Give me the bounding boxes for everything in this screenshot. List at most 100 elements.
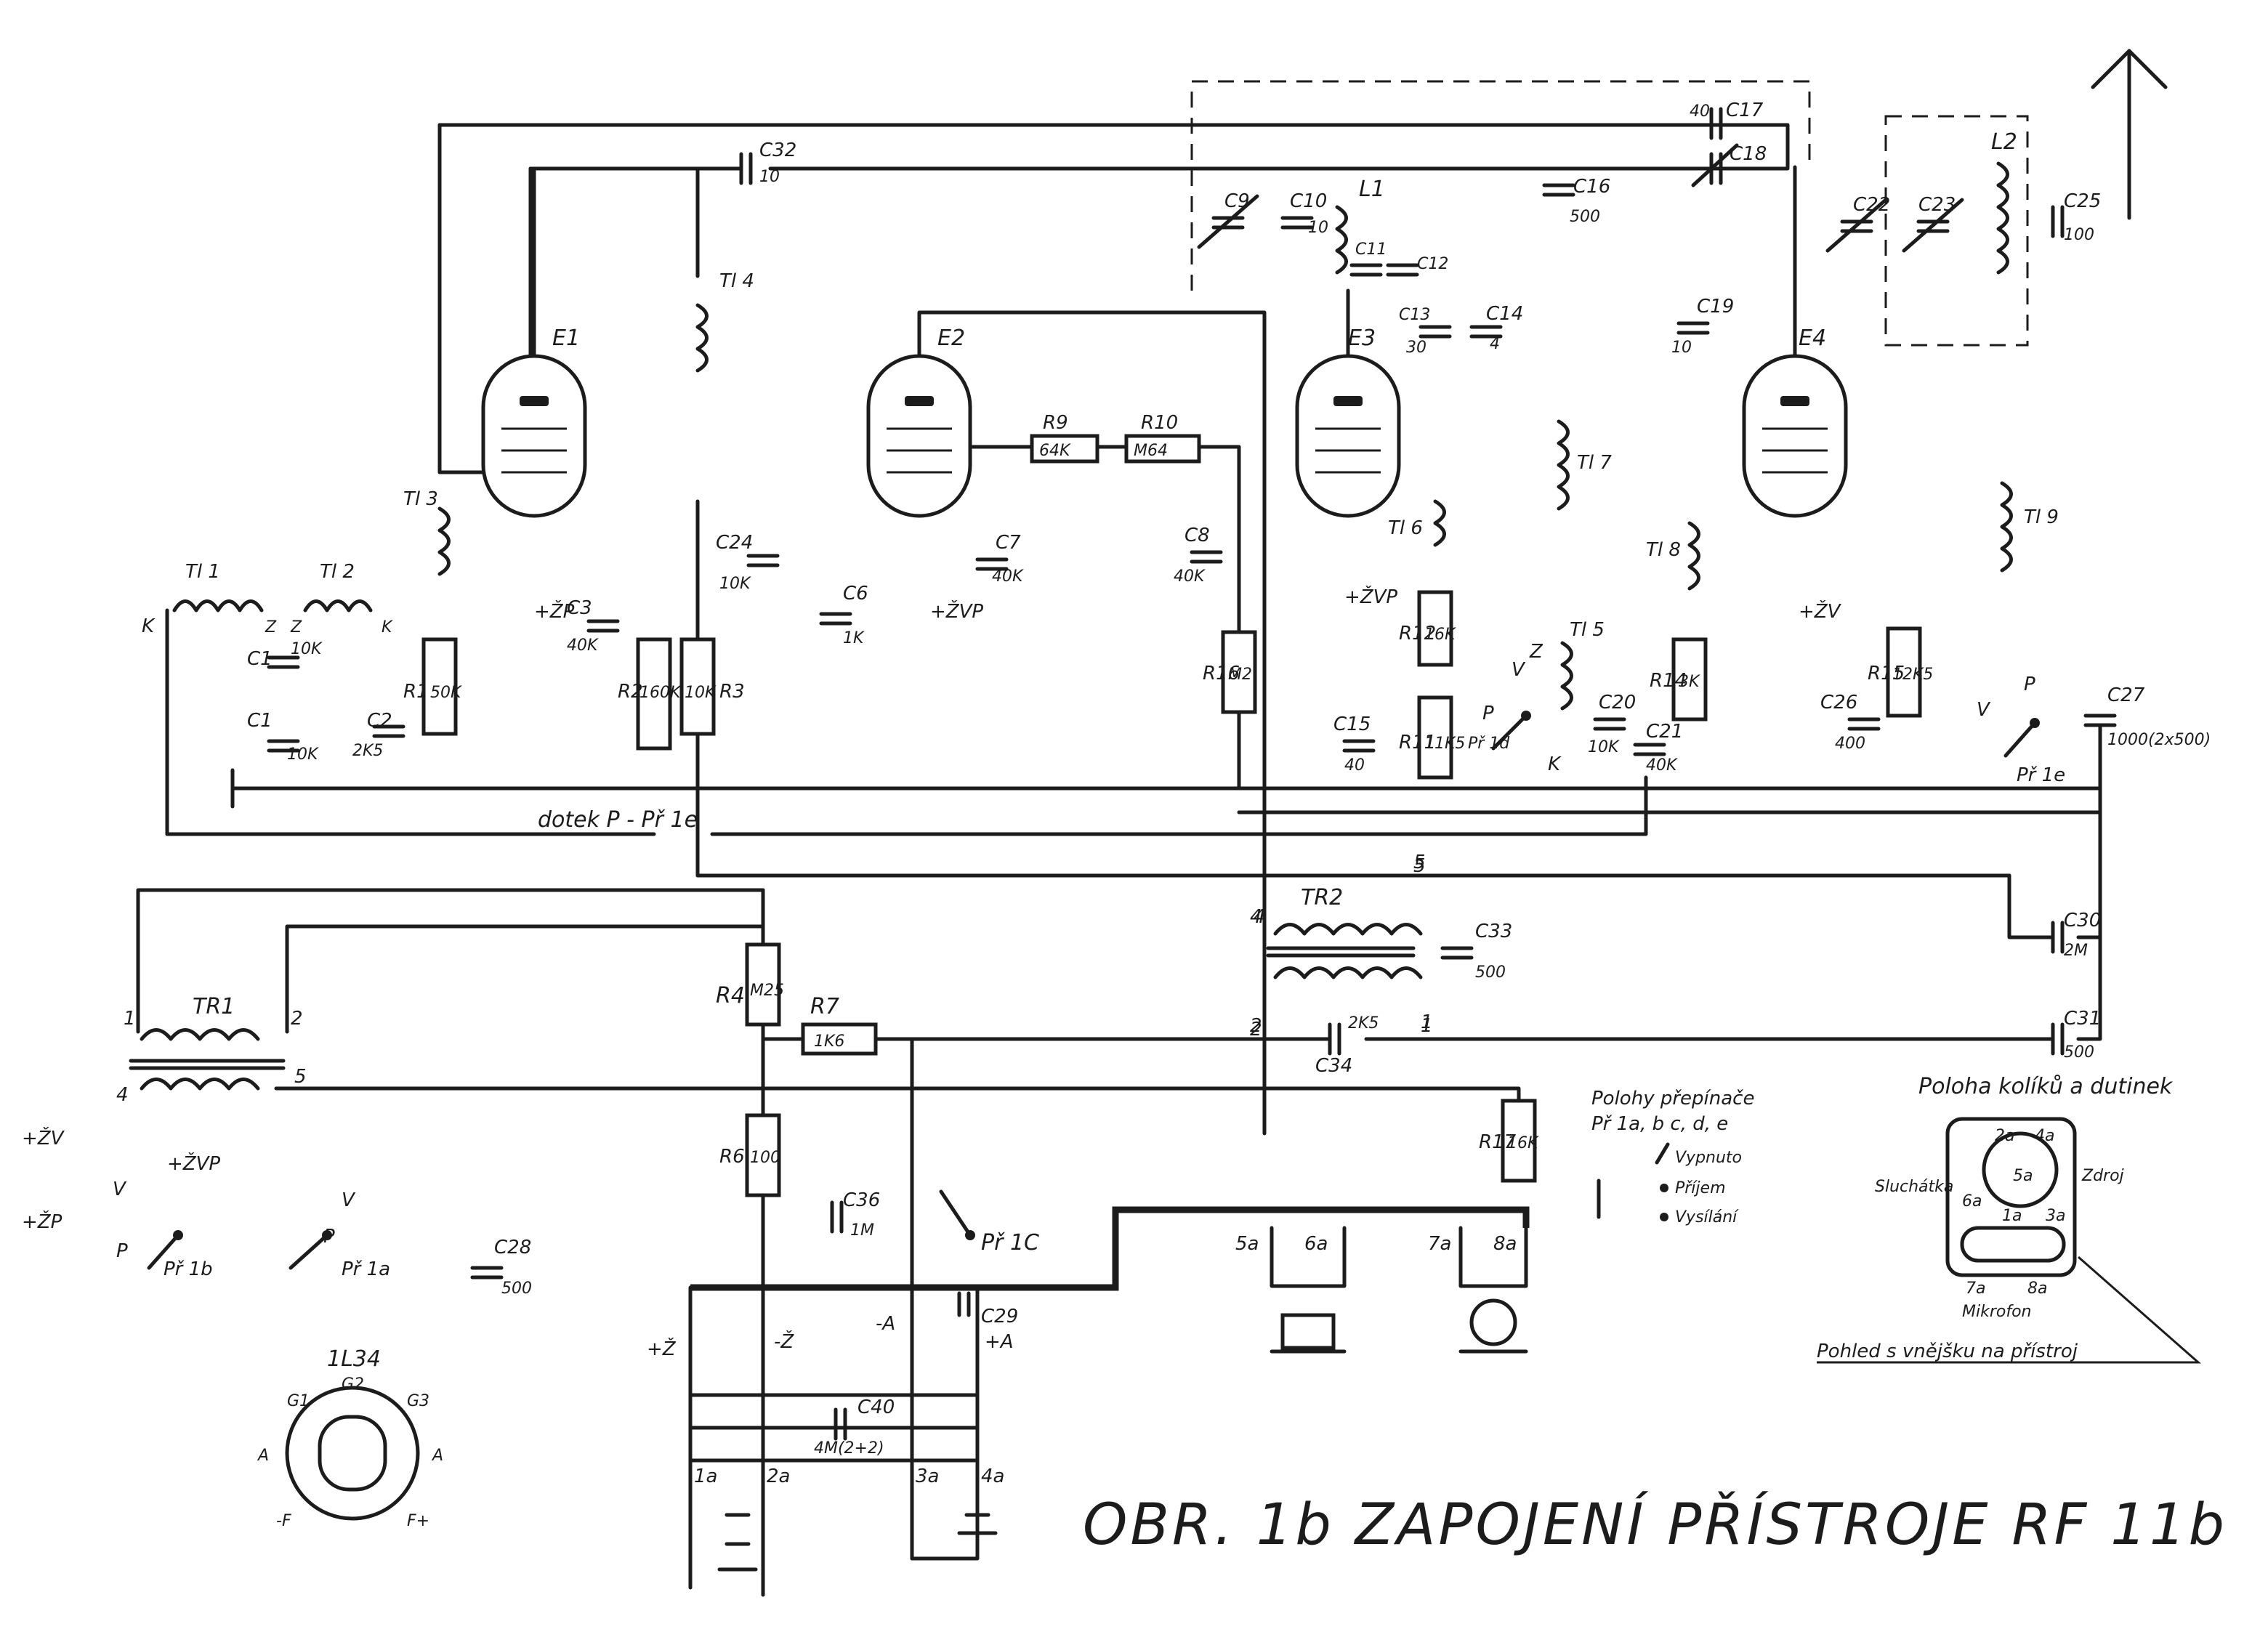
- c25-value: 100: [2064, 226, 2094, 244]
- c13-name: C13: [1399, 306, 1430, 324]
- tr2-pin-4: 4: [1250, 906, 1262, 928]
- c23-name: C23: [1918, 194, 1956, 216]
- tube-e4-label: E4: [1799, 326, 1826, 351]
- pin-f-plus: F+: [407, 1512, 429, 1530]
- c32-name: C32: [759, 140, 796, 161]
- c31-name: C31: [2064, 1008, 2101, 1030]
- choke-tl5: Tl 5: [1570, 619, 1605, 641]
- capacitor-c36: C36 1M: [830, 1189, 880, 1240]
- switch-pr1d: Př 1d: [1468, 711, 1531, 753]
- ground-icon: [230, 768, 1601, 1219]
- capacitor-c33: C33 500: [1440, 921, 1512, 982]
- capacitor-c28: C28 500: [470, 1237, 532, 1298]
- resistor-r11: R11 11K5: [1399, 695, 1465, 780]
- node-k-left: K: [142, 615, 156, 637]
- c31-value: 500: [2064, 1043, 2094, 1062]
- capacitor-c14: C14 4: [1469, 303, 1523, 353]
- node-1: 1: [1421, 1015, 1433, 1037]
- switch-pr1e-label: Př 1e: [2017, 764, 2065, 786]
- capacitor-c1-upper: C1 10K: [247, 640, 323, 670]
- resistor-r9-value: 64K: [1039, 442, 1071, 460]
- capacitor-c32: C32 10: [739, 140, 796, 186]
- pos-transmit: Vysílání: [1675, 1208, 1739, 1226]
- c1a-value: 10K: [291, 640, 323, 658]
- pos-receive: Příjem: [1675, 1179, 1726, 1197]
- resistor-r6-name: R6: [719, 1146, 745, 1168]
- resistor-r4-name: R4: [716, 983, 745, 1009]
- c8-name: C8: [1185, 525, 1210, 546]
- c8-value: 40K: [1174, 567, 1206, 586]
- node-k-tl5: K: [1548, 753, 1562, 775]
- c21-name: C21: [1646, 721, 1683, 743]
- c33-value: 500: [1475, 963, 1506, 982]
- connector-title: Poloha kolíků a dutinek: [1918, 1074, 2174, 1099]
- c40-value: 4M(2+2): [814, 1439, 884, 1458]
- resistor-r4-value: M25: [750, 982, 784, 1000]
- tube-e3-label: E3: [1348, 326, 1376, 351]
- c30-value: 2M: [2064, 942, 2088, 960]
- c17-value: 40: [1690, 102, 1710, 121]
- tr1-pin-5: 5: [294, 1066, 307, 1088]
- capacitor-c25: C25 100: [2051, 190, 2101, 244]
- capacitor-c31: C31 500: [2051, 1008, 2101, 1062]
- c19-value: 10: [1671, 339, 1692, 357]
- conn-pin-8a: 8a: [2027, 1280, 2047, 1298]
- capacitor-c30: C30 2M: [2051, 910, 2101, 960]
- c16-value: 500: [1570, 208, 1600, 226]
- tube-e2-label: E2: [937, 326, 965, 351]
- node-7a: 7a: [1428, 1233, 1451, 1255]
- choke-tl6: Tl 6: [1388, 517, 1423, 539]
- tr2-pin-1: 1: [1421, 1011, 1433, 1033]
- diagram-title: OBR. 1b ZAPOJENÍ PŘÍSTROJE RF 11b: [1083, 1491, 2227, 1558]
- resistor-r10-name: R10: [1141, 412, 1178, 434]
- positions-sub: Př 1a, b c, d, e: [1591, 1113, 1728, 1135]
- node-4a: 4a: [981, 1466, 1004, 1487]
- microphone-icon: [1458, 1226, 1528, 1354]
- c27-value: 1000(2x500): [2107, 731, 2211, 749]
- c34-value: 2K5: [1348, 1014, 1379, 1032]
- node-5: 5: [1413, 852, 1426, 873]
- c26-name: C26: [1820, 692, 1857, 714]
- conn-pin-6a: 6a: [1962, 1192, 1982, 1210]
- c16-name: C16: [1573, 176, 1610, 198]
- resistor-r17: R17 16K: [1479, 1099, 1539, 1183]
- capacitor-c8: C8 40K: [1174, 525, 1223, 586]
- node-5a: 5a: [1235, 1233, 1259, 1255]
- c6-name: C6: [843, 583, 868, 605]
- capacitor-c20: C20 10K: [1588, 692, 1636, 756]
- tube-e1-label: E1: [552, 326, 580, 351]
- resistor-r4: R4 M25: [716, 942, 784, 1027]
- antenna-icon: [2091, 49, 2168, 220]
- resistor-r17-name: R17: [1479, 1131, 1517, 1153]
- supply-minus-z: -Ž: [774, 1330, 794, 1353]
- c40-name: C40: [857, 1396, 895, 1418]
- pin-g3: G3: [407, 1392, 429, 1410]
- supply-minus-a: -A: [876, 1313, 895, 1335]
- capacitor-c29: C29: [957, 1291, 1018, 1327]
- switch-pr1b: Př 1b: [147, 1230, 213, 1280]
- conn-pin-7a: 7a: [1966, 1280, 1985, 1298]
- tube-e4: E4: [1742, 165, 1848, 518]
- c17-name: C17: [1726, 100, 1764, 121]
- capacitor-c19: C19 10: [1671, 296, 1734, 357]
- c29-name: C29: [981, 1306, 1018, 1327]
- resistors: R1 50K R2 160K R3 10K R4 M25 R6 100 R7 1…: [403, 412, 1933, 1197]
- node-6a: 6a: [1304, 1233, 1328, 1255]
- capacitor-c26: C26 400: [1820, 692, 1881, 753]
- node-p-pr1d: P: [1482, 703, 1494, 724]
- switch-pr1d-label: Př 1d: [1468, 735, 1510, 753]
- resistor-r10: R10 M64: [1124, 412, 1241, 791]
- node-v-pr1d: V: [1512, 659, 1526, 681]
- c6-value: 1K: [843, 629, 865, 647]
- positions-title: Polohy přepínače: [1591, 1088, 1754, 1109]
- switch-pr1e: Př 1e: [2003, 718, 2065, 786]
- capacitor-c34: C34 2K5: [1315, 1014, 1379, 1077]
- resistor-r1-name: R1: [403, 681, 429, 703]
- resistor-r3-value: 10K: [685, 684, 717, 702]
- switch-pr1b-label: Př 1b: [164, 1258, 213, 1280]
- c21-value: 40K: [1646, 756, 1678, 775]
- choke-tl8: Tl 8: [1646, 539, 1681, 561]
- capacitor-c40: C40 4M(2+2): [814, 1396, 895, 1458]
- c1a-name: C1: [247, 648, 273, 670]
